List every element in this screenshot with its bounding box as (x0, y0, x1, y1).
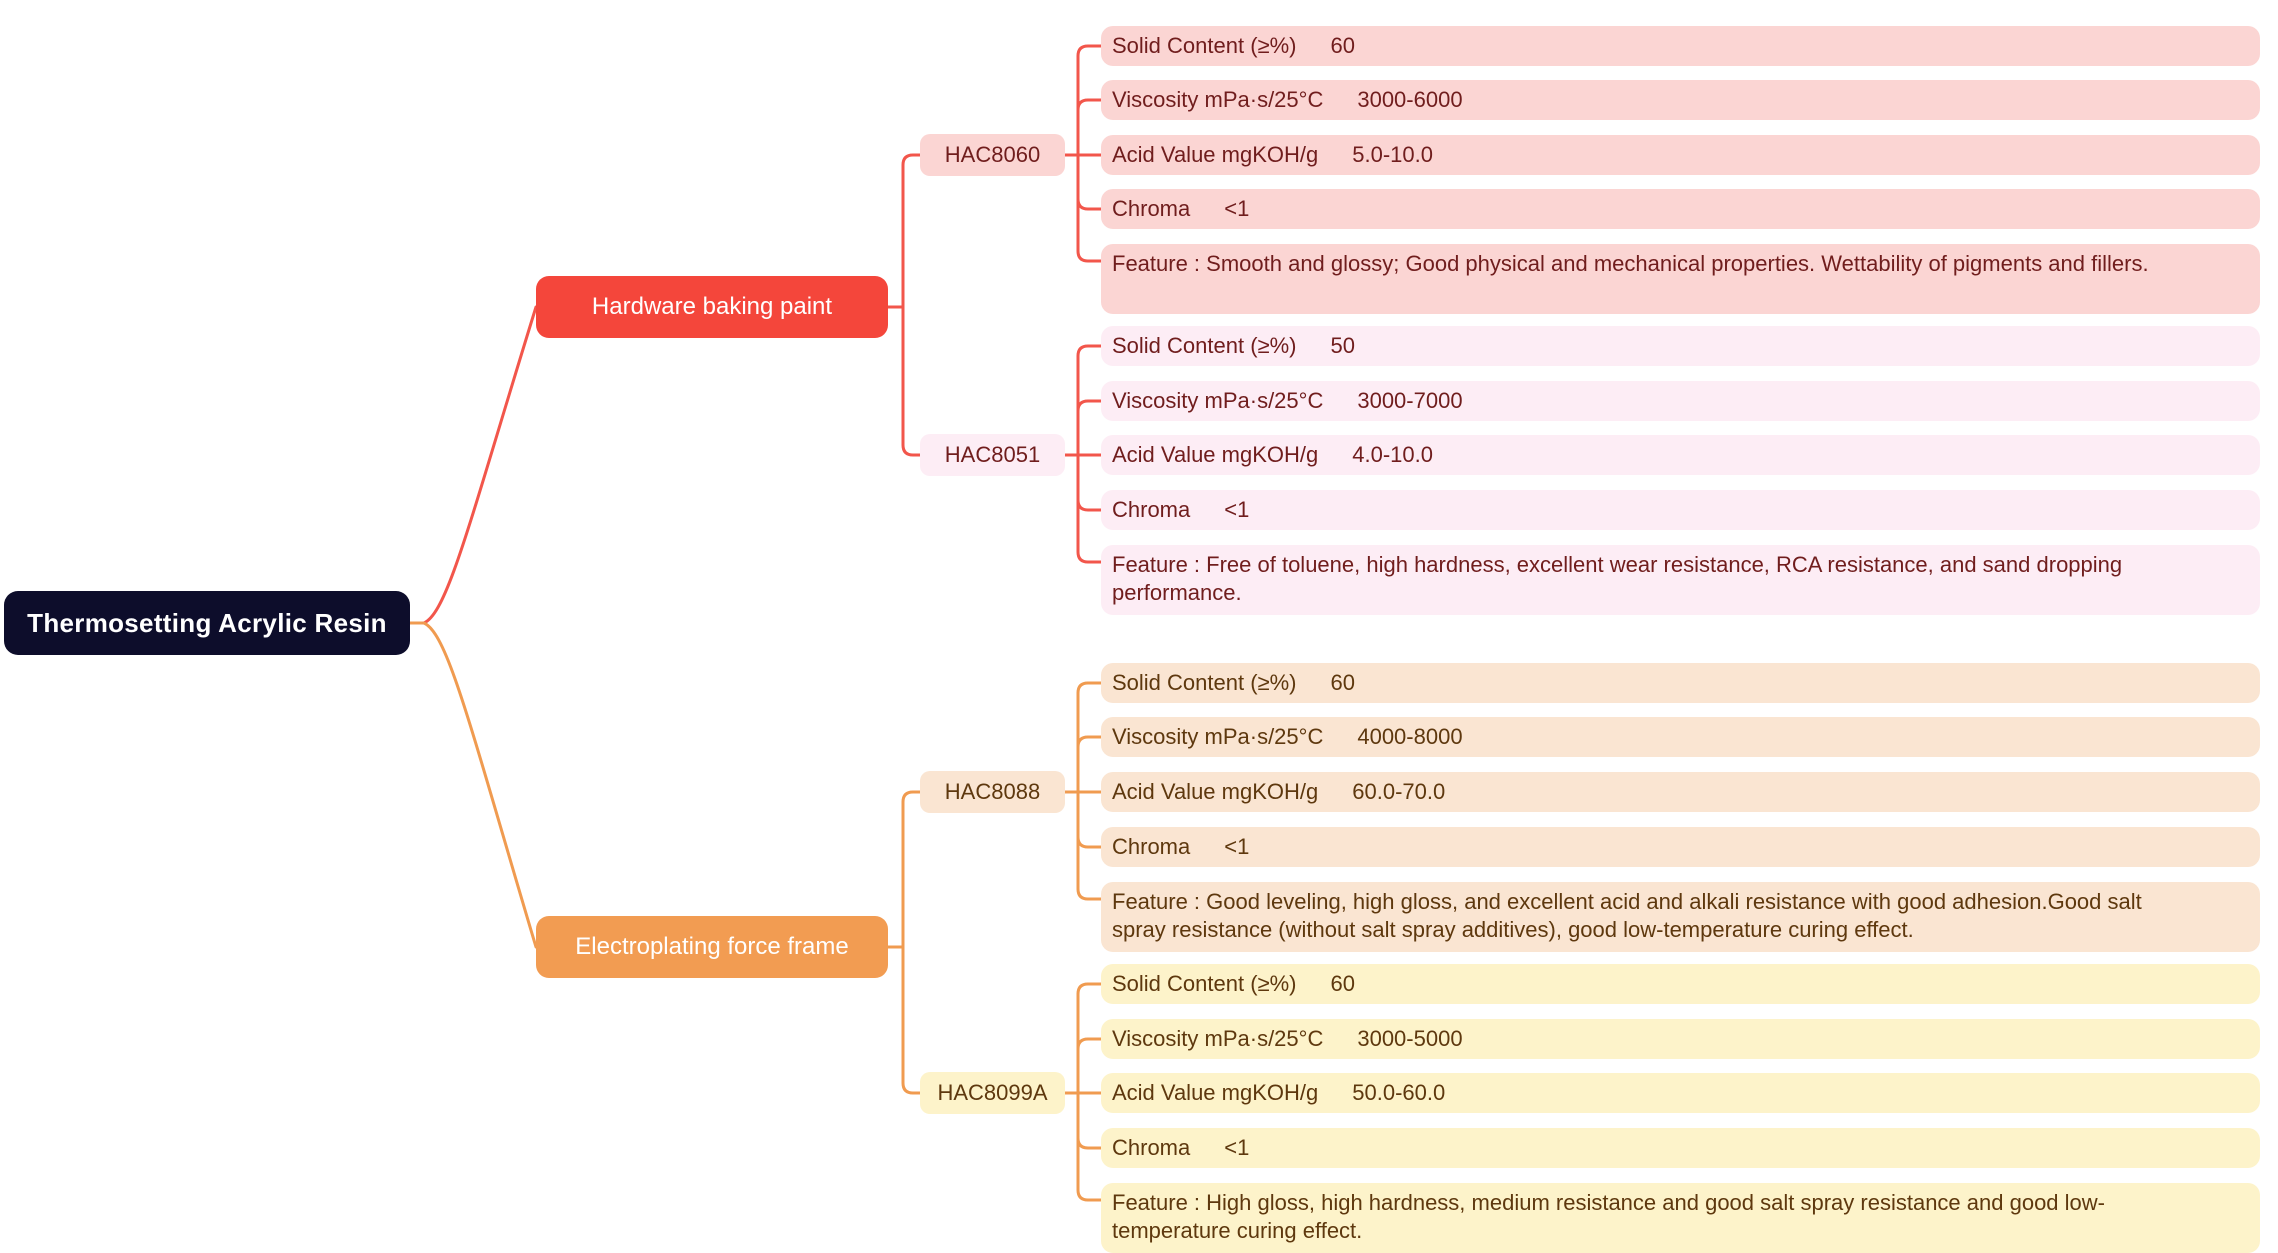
feature-row: Feature : Free of toluene, high hardness… (1101, 545, 2260, 615)
attribute-value: 60.0-70.0 (1352, 779, 1446, 804)
attribute-row: Viscosity mPa·s/25°C 3000-6000 (1101, 80, 2260, 120)
attribute-label: Acid Value mgKOH/g (1112, 442, 1319, 467)
connector-path (422, 621, 538, 949)
feature-row: Feature : Smooth and glossy; Good physic… (1101, 244, 2260, 314)
attribute-row: Solid Content (≥%) 60 (1101, 26, 2260, 66)
attribute-row: Acid Value mgKOH/g 50.0-60.0 (1101, 1073, 2260, 1113)
branch-node: Hardware baking paint (536, 276, 888, 338)
attribute-value: 50.0-60.0 (1352, 1080, 1446, 1105)
attribute-label: Chroma (1112, 834, 1191, 859)
attribute-value: 3000-6000 (1357, 87, 1463, 112)
attribute-row: Acid Value mgKOH/g 5.0-10.0 (1101, 135, 2260, 175)
product-code: HAC8060 (944, 142, 1041, 167)
attribute-value: 3000-5000 (1357, 1026, 1463, 1051)
attribute-label: Acid Value mgKOH/g (1112, 1080, 1319, 1105)
product-label: HAC8099A (920, 1072, 1065, 1114)
root-node: Thermosetting Acrylic Resin (4, 591, 410, 655)
attribute-row: Acid Value mgKOH/g 4.0-10.0 (1101, 435, 2260, 475)
attribute-value: 60 (1330, 971, 1355, 996)
attribute-value: 3000-7000 (1357, 388, 1463, 413)
attribute-row: Acid Value mgKOH/g 60.0-70.0 (1101, 772, 2260, 812)
product-code: HAC8099A (937, 1080, 1048, 1105)
attribute-label: Chroma (1112, 497, 1191, 522)
attribute-label: Acid Value mgKOH/g (1112, 779, 1319, 804)
feature-row: Feature : Good leveling, high gloss, and… (1101, 882, 2260, 952)
attribute-label: Solid Content (≥%) (1112, 971, 1297, 996)
connector-path (422, 305, 538, 625)
connector-path (1076, 1037, 1103, 1051)
connector-path (1076, 98, 1103, 112)
attribute-label: Viscosity mPa·s/25°C (1112, 1026, 1324, 1051)
connector-path (1076, 735, 1103, 749)
attribute-row: Viscosity mPa·s/25°C 3000-7000 (1101, 381, 2260, 421)
attribute-value: <1 (1224, 834, 1250, 859)
product-label: HAC8088 (920, 771, 1065, 813)
attribute-label: Chroma (1112, 1135, 1191, 1160)
attribute-label: Solid Content (≥%) (1112, 670, 1297, 695)
product-code: HAC8088 (944, 779, 1041, 804)
attribute-value: 60 (1330, 33, 1355, 58)
product-label: HAC8051 (920, 434, 1065, 476)
branch-node: Electroplating force frame (536, 916, 888, 978)
connector-path (1076, 498, 1103, 512)
branch-node-label: Hardware baking paint (591, 293, 833, 320)
attribute-row: Solid Content (≥%) 50 (1101, 326, 2260, 366)
attribute-row: Viscosity mPa·s/25°C 4000-8000 (1101, 717, 2260, 757)
product-label: HAC8060 (920, 134, 1065, 176)
branch-node-label: Electroplating force frame (575, 933, 849, 960)
attribute-value: 5.0-10.0 (1352, 142, 1433, 167)
attribute-value: <1 (1224, 196, 1250, 221)
connector-path (1076, 1136, 1103, 1150)
connector-path (1076, 197, 1103, 211)
product-code: HAC8051 (944, 442, 1041, 467)
attribute-value: 4000-8000 (1357, 724, 1463, 749)
attribute-value: 50 (1330, 333, 1355, 358)
connector-path (1076, 399, 1103, 413)
attribute-row: Solid Content (≥%) 60 (1101, 663, 2260, 703)
attribute-value: 4.0-10.0 (1352, 442, 1433, 467)
attribute-label: Chroma (1112, 196, 1191, 221)
attribute-label: Solid Content (≥%) (1112, 33, 1297, 58)
attribute-row: Solid Content (≥%) 60 (1101, 964, 2260, 1004)
attribute-value: <1 (1224, 497, 1250, 522)
attribute-label: Acid Value mgKOH/g (1112, 142, 1319, 167)
attribute-row: Chroma <1 (1101, 490, 2260, 530)
connector-path (1076, 835, 1103, 849)
root-node-label: Thermosetting Acrylic Resin (27, 607, 387, 638)
attribute-value: 60 (1330, 670, 1355, 695)
attribute-row: Chroma <1 (1101, 189, 2260, 229)
attribute-label: Viscosity mPa·s/25°C (1112, 87, 1324, 112)
attribute-value: <1 (1224, 1135, 1250, 1160)
attribute-row: Viscosity mPa·s/25°C 3000-5000 (1101, 1019, 2260, 1059)
attribute-row: Chroma <1 (1101, 827, 2260, 867)
attribute-label: Viscosity mPa·s/25°C (1112, 724, 1324, 749)
connector-path (901, 153, 922, 457)
connector-path (901, 790, 922, 1095)
attribute-row: Chroma <1 (1101, 1128, 2260, 1168)
attribute-label: Viscosity mPa·s/25°C (1112, 388, 1324, 413)
feature-row: Feature : High gloss, high hardness, med… (1101, 1183, 2260, 1253)
attribute-label: Solid Content (≥%) (1112, 333, 1297, 358)
